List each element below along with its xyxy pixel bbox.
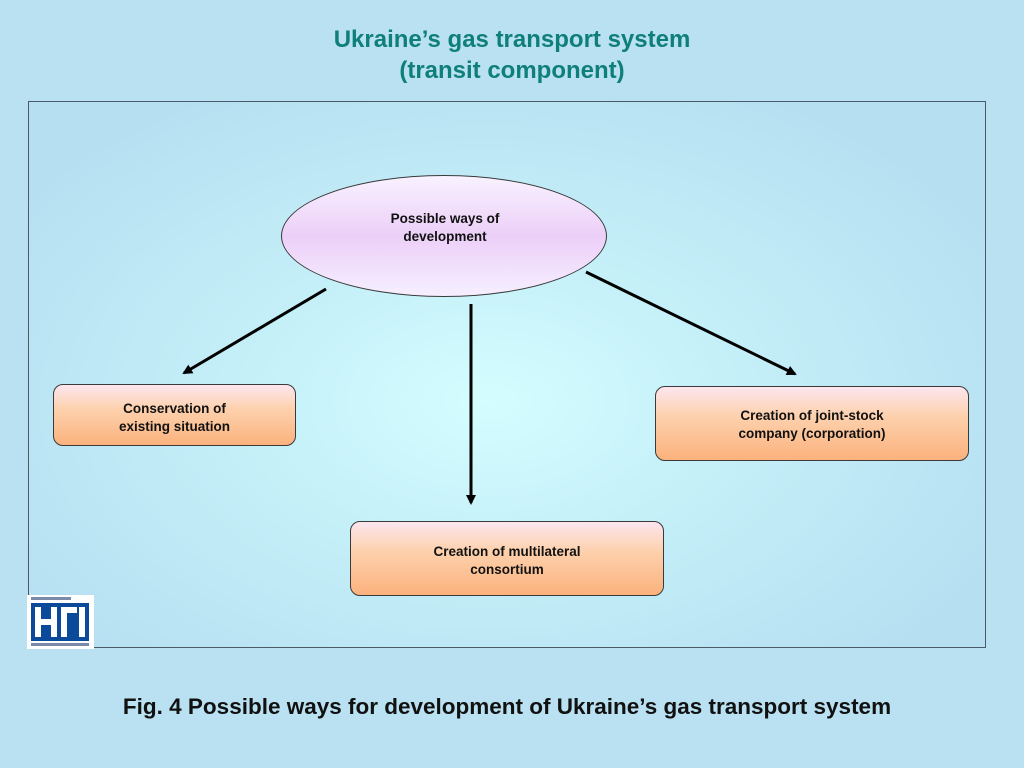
option-conservation-line-2: existing situation [118,419,230,434]
option-consortium-label: Creation of multilateral consortium [351,543,663,579]
slide-title: Ukraine’s gas transport system (transit … [0,24,1024,86]
title-line-1: Ukraine’s gas transport system [333,26,691,53]
option-corporation-box: Creation of joint-stock company (corpora… [655,386,969,461]
option-consortium-box: Creation of multilateral consortium [350,521,664,596]
root-label-line-1: Possible ways of [390,211,500,226]
option-consortium-line-2: consortium [470,562,544,577]
option-corporation-line-1: Creation of joint-stock [740,408,884,423]
option-corporation-line-2: company (corporation) [738,426,886,441]
option-conservation-box: Conservation of existing situation [53,384,296,446]
arrow-to-corporation [585,270,797,376]
option-consortium-line-1: Creation of multilateral [433,544,581,559]
ngi-logo [27,595,94,649]
root-label-line-2: development [403,229,487,244]
ngi-logo-icon [31,603,89,641]
figure-caption: Fig. 4 Possible ways for development of … [122,694,892,719]
option-corporation-label: Creation of joint-stock company (corpora… [656,407,968,443]
root-ellipse: Possible ways of development [281,175,607,297]
root-label: Possible ways of development [282,210,608,246]
option-conservation-line-1: Conservation of [123,401,226,416]
arrow-to-conservation [182,287,327,375]
title-line-2: (transit component) [399,57,625,84]
option-conservation-label: Conservation of existing situation [54,400,295,436]
